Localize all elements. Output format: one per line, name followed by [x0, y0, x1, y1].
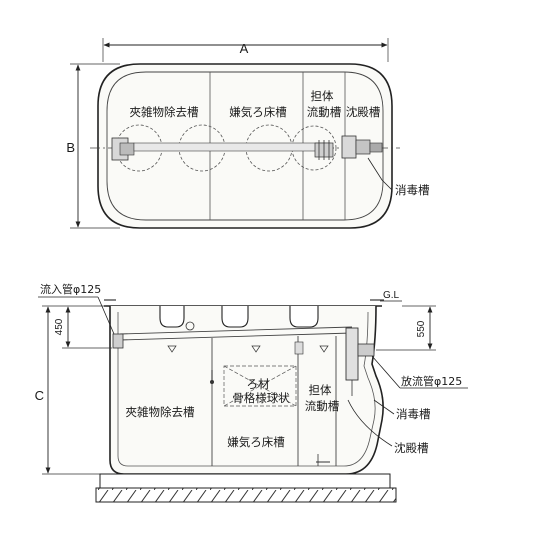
- section-pipe-top: [119, 326, 353, 335]
- plan-disinfection-unit: [341, 135, 357, 159]
- section-label-anaerobic: 嫌気ろ床槽: [227, 435, 285, 449]
- section-float-ball: [210, 380, 214, 384]
- section-label-solids: 夾雑物除去槽: [126, 405, 195, 419]
- section-label-carrier-1: 担体: [309, 383, 332, 397]
- plan-callout-leader: [367, 157, 393, 191]
- plan-label-solids: 夾雑物除去槽: [130, 105, 199, 119]
- section-label-disinfection: 消毒槽: [396, 407, 431, 421]
- section-vent: [185, 321, 195, 331]
- plan-manhole-4: [291, 125, 337, 171]
- section-label-filter-2: 骨格様球状: [232, 391, 290, 405]
- plan-label-anaerobic: 嫌気ろ床槽: [229, 105, 287, 119]
- dim-550-label: 550: [416, 320, 427, 337]
- gl-label: G.L: [383, 290, 400, 301]
- plan-tank-inner: [106, 71, 384, 221]
- plan-label-disinfection: 消毒槽: [395, 183, 430, 197]
- section-label-settling: 沈殿槽: [394, 441, 429, 455]
- filter-media-x-2: [223, 365, 297, 407]
- outlet-pipe-label: 放流管φ125: [401, 374, 462, 388]
- section-outlet-fitting: [357, 343, 375, 357]
- settling-callout-leader: [347, 399, 393, 447]
- water-level-mark-1: [167, 345, 177, 353]
- section-pipe-bottom: [119, 332, 353, 341]
- outlet-callout-leader: [371, 355, 401, 389]
- plan-internal-pipe: [133, 142, 331, 152]
- section-view: G.L: [35, 282, 468, 503]
- plan-outlet-pipe: [369, 142, 383, 153]
- filter-media-x-1: [223, 365, 297, 407]
- section-manhole-3: [289, 306, 319, 328]
- plan-label-carrier-2: 流動槽: [307, 105, 342, 119]
- dim-a-label: A: [240, 41, 249, 56]
- filter-media-box: [223, 365, 297, 407]
- water-level-mark-3: [319, 345, 329, 353]
- dim-b-label: B: [66, 140, 75, 155]
- plan-inlet-pipe: [119, 142, 135, 156]
- plan-label-carrier-1: 担体: [311, 89, 334, 103]
- section-air-pipe: [294, 341, 304, 355]
- section-outlet-riser: [345, 327, 359, 381]
- disinfection-callout-leader: [373, 399, 395, 415]
- foundation-slab: [99, 473, 391, 489]
- water-level-mark-2: [251, 345, 261, 353]
- dim-450-label: 450: [54, 318, 65, 335]
- dim-c-label: C: [35, 388, 44, 403]
- plan-label-settling: 沈殿槽: [346, 105, 381, 119]
- section-manhole-1: [159, 306, 185, 328]
- plan-outlet-fitting: [355, 139, 371, 155]
- foundation-base: [95, 487, 397, 503]
- inlet-callout-leader: [97, 296, 115, 335]
- section-manhole-2: [221, 306, 249, 328]
- section-label-filter-1: ろ材: [247, 377, 270, 391]
- section-inlet-fitting: [112, 333, 124, 349]
- section-label-carrier-2: 流動槽: [305, 399, 340, 413]
- plan-view: A B 夾雑物除去槽 嫌気ろ床槽 担体: [66, 38, 430, 229]
- inlet-pipe-label: 流入管φ125: [40, 282, 101, 296]
